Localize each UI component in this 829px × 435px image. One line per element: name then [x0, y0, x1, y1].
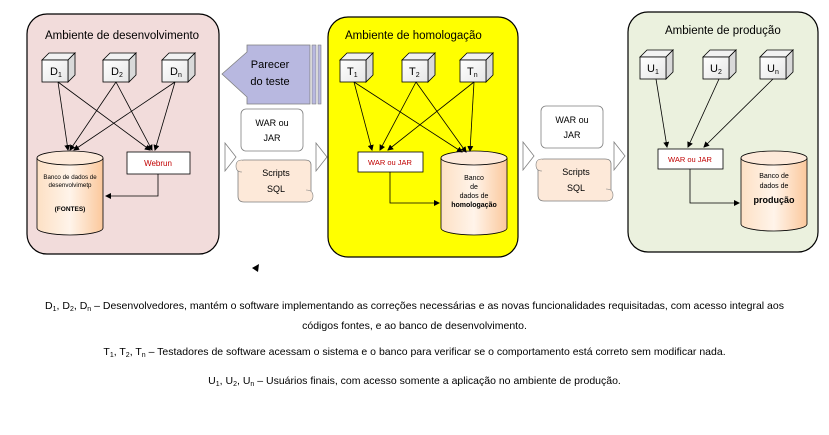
- prod-war-box: [657, 148, 724, 170]
- webrun-label: Webrun: [144, 159, 172, 168]
- actor-cube-tn: Tn: [459, 52, 494, 83]
- svg-text:Banco de: Banco de: [759, 173, 789, 180]
- actor-cube-t1: T1: [339, 52, 374, 83]
- svg-text:WAR ou: WAR ou: [555, 115, 588, 125]
- hom-environment-title: Ambiente de homologação: [345, 30, 482, 42]
- prod-war-label: WAR ou JAR: [668, 155, 712, 164]
- actor-cube-d1: D1: [41, 52, 76, 83]
- legend-users: U1, U2, Un – Usuários finais, com acesso…: [208, 375, 621, 388]
- svg-text:T1: T1: [347, 66, 358, 79]
- svg-text:JAR: JAR: [263, 133, 281, 143]
- hom-access-arrows: [353, 81, 475, 206]
- svg-text:de: de: [470, 184, 478, 191]
- dev-access-arrows: [57, 81, 176, 199]
- svg-text:(FONTES): (FONTES): [55, 206, 86, 213]
- legend-testers: T1, T2, Tn – Testadores de software aces…: [103, 346, 726, 359]
- svg-text:homologação: homologação: [451, 202, 497, 209]
- svg-text:WAR ou: WAR ou: [255, 118, 288, 128]
- webrun-box: [126, 151, 191, 175]
- svg-text:Scripts: Scripts: [562, 167, 590, 177]
- svg-text:D2: D2: [111, 66, 123, 79]
- svg-text:D1: D1: [50, 66, 62, 79]
- prod-database-cylinder: Banco de dados de produção: [740, 150, 808, 232]
- hom-war-box: [357, 151, 424, 173]
- hom-war-label: WAR ou JAR: [368, 158, 412, 167]
- svg-text:Banco: Banco: [464, 175, 484, 182]
- svg-text:Scripts: Scripts: [262, 168, 290, 178]
- actor-cube-d2: D2: [102, 52, 137, 83]
- transfer-package-2: WAR ou JAR Scripts SQL: [522, 105, 626, 202]
- svg-text:JAR: JAR: [563, 130, 581, 140]
- actor-cube-un: Un: [759, 49, 794, 80]
- svg-text:Dn: Dn: [170, 66, 182, 79]
- hom-database-cylinder: Banco de dados de homologação: [440, 150, 508, 236]
- test-feedback-arrow: Parecer do teste: [221, 44, 322, 105]
- dev-database-cylinder: Banco de dados de desenvolvimetp (FONTES…: [36, 150, 104, 236]
- svg-text:dados de: dados de: [460, 193, 489, 200]
- dev-environment-title: Ambiente de desenvolvimento: [45, 30, 199, 42]
- deployment-diagram: Ambiente de desenvolvimento D1 D2 Dn Ban…: [26, 11, 819, 272]
- actor-cube-t2: T2: [401, 52, 436, 83]
- mouse-cursor-icon: [252, 264, 259, 272]
- prod-access-arrows: [655, 78, 774, 206]
- actor-cube-u1: U1: [639, 49, 674, 80]
- svg-text:desenvolvimetp: desenvolvimetp: [49, 182, 93, 189]
- svg-text:Banco de dados de: Banco de dados de: [43, 174, 97, 181]
- svg-text:produção: produção: [753, 195, 795, 205]
- transfer-package-1: WAR ou JAR Scripts SQL: [224, 108, 328, 203]
- svg-text:dados de: dados de: [760, 183, 789, 190]
- svg-text:Un: Un: [767, 63, 779, 76]
- svg-text:U2: U2: [710, 63, 722, 76]
- svg-text:Tn: Tn: [467, 66, 478, 79]
- svg-text:SQL: SQL: [267, 184, 285, 194]
- legend-developers: D1, D2, Dn – Desenvolvedores, mantém o s…: [45, 300, 784, 332]
- prod-environment-title: Ambiente de produção: [665, 25, 781, 37]
- svg-text:do teste: do teste: [250, 76, 289, 88]
- svg-text:Parecer: Parecer: [251, 59, 290, 71]
- svg-text:SQL: SQL: [567, 183, 585, 193]
- actor-cube-dn: Dn: [161, 52, 196, 83]
- svg-text:T2: T2: [409, 66, 420, 79]
- svg-text:U1: U1: [647, 63, 659, 76]
- actor-cube-u2: U2: [702, 49, 737, 80]
